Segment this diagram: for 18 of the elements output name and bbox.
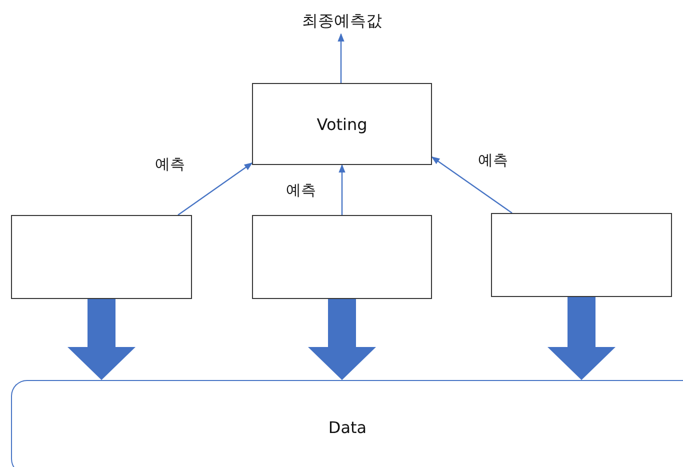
data-box xyxy=(11,380,683,467)
model-box xyxy=(491,213,672,297)
edge-label: 예측 xyxy=(153,155,187,174)
node-label: Data xyxy=(328,418,367,437)
process-box xyxy=(252,83,432,165)
edge-label: 예측 xyxy=(476,151,510,170)
edge-label: 예측 xyxy=(284,181,318,200)
model-box xyxy=(11,215,192,299)
block-arrow xyxy=(308,299,376,380)
model-box xyxy=(252,215,432,299)
arrow xyxy=(338,164,346,215)
output-label: 최종예측값 xyxy=(290,8,394,34)
block-arrow xyxy=(548,297,616,380)
arrow xyxy=(431,156,512,214)
arrow xyxy=(178,162,253,216)
node-label: Voting xyxy=(316,114,368,134)
block-arrow xyxy=(68,299,136,380)
arrow xyxy=(338,33,344,83)
